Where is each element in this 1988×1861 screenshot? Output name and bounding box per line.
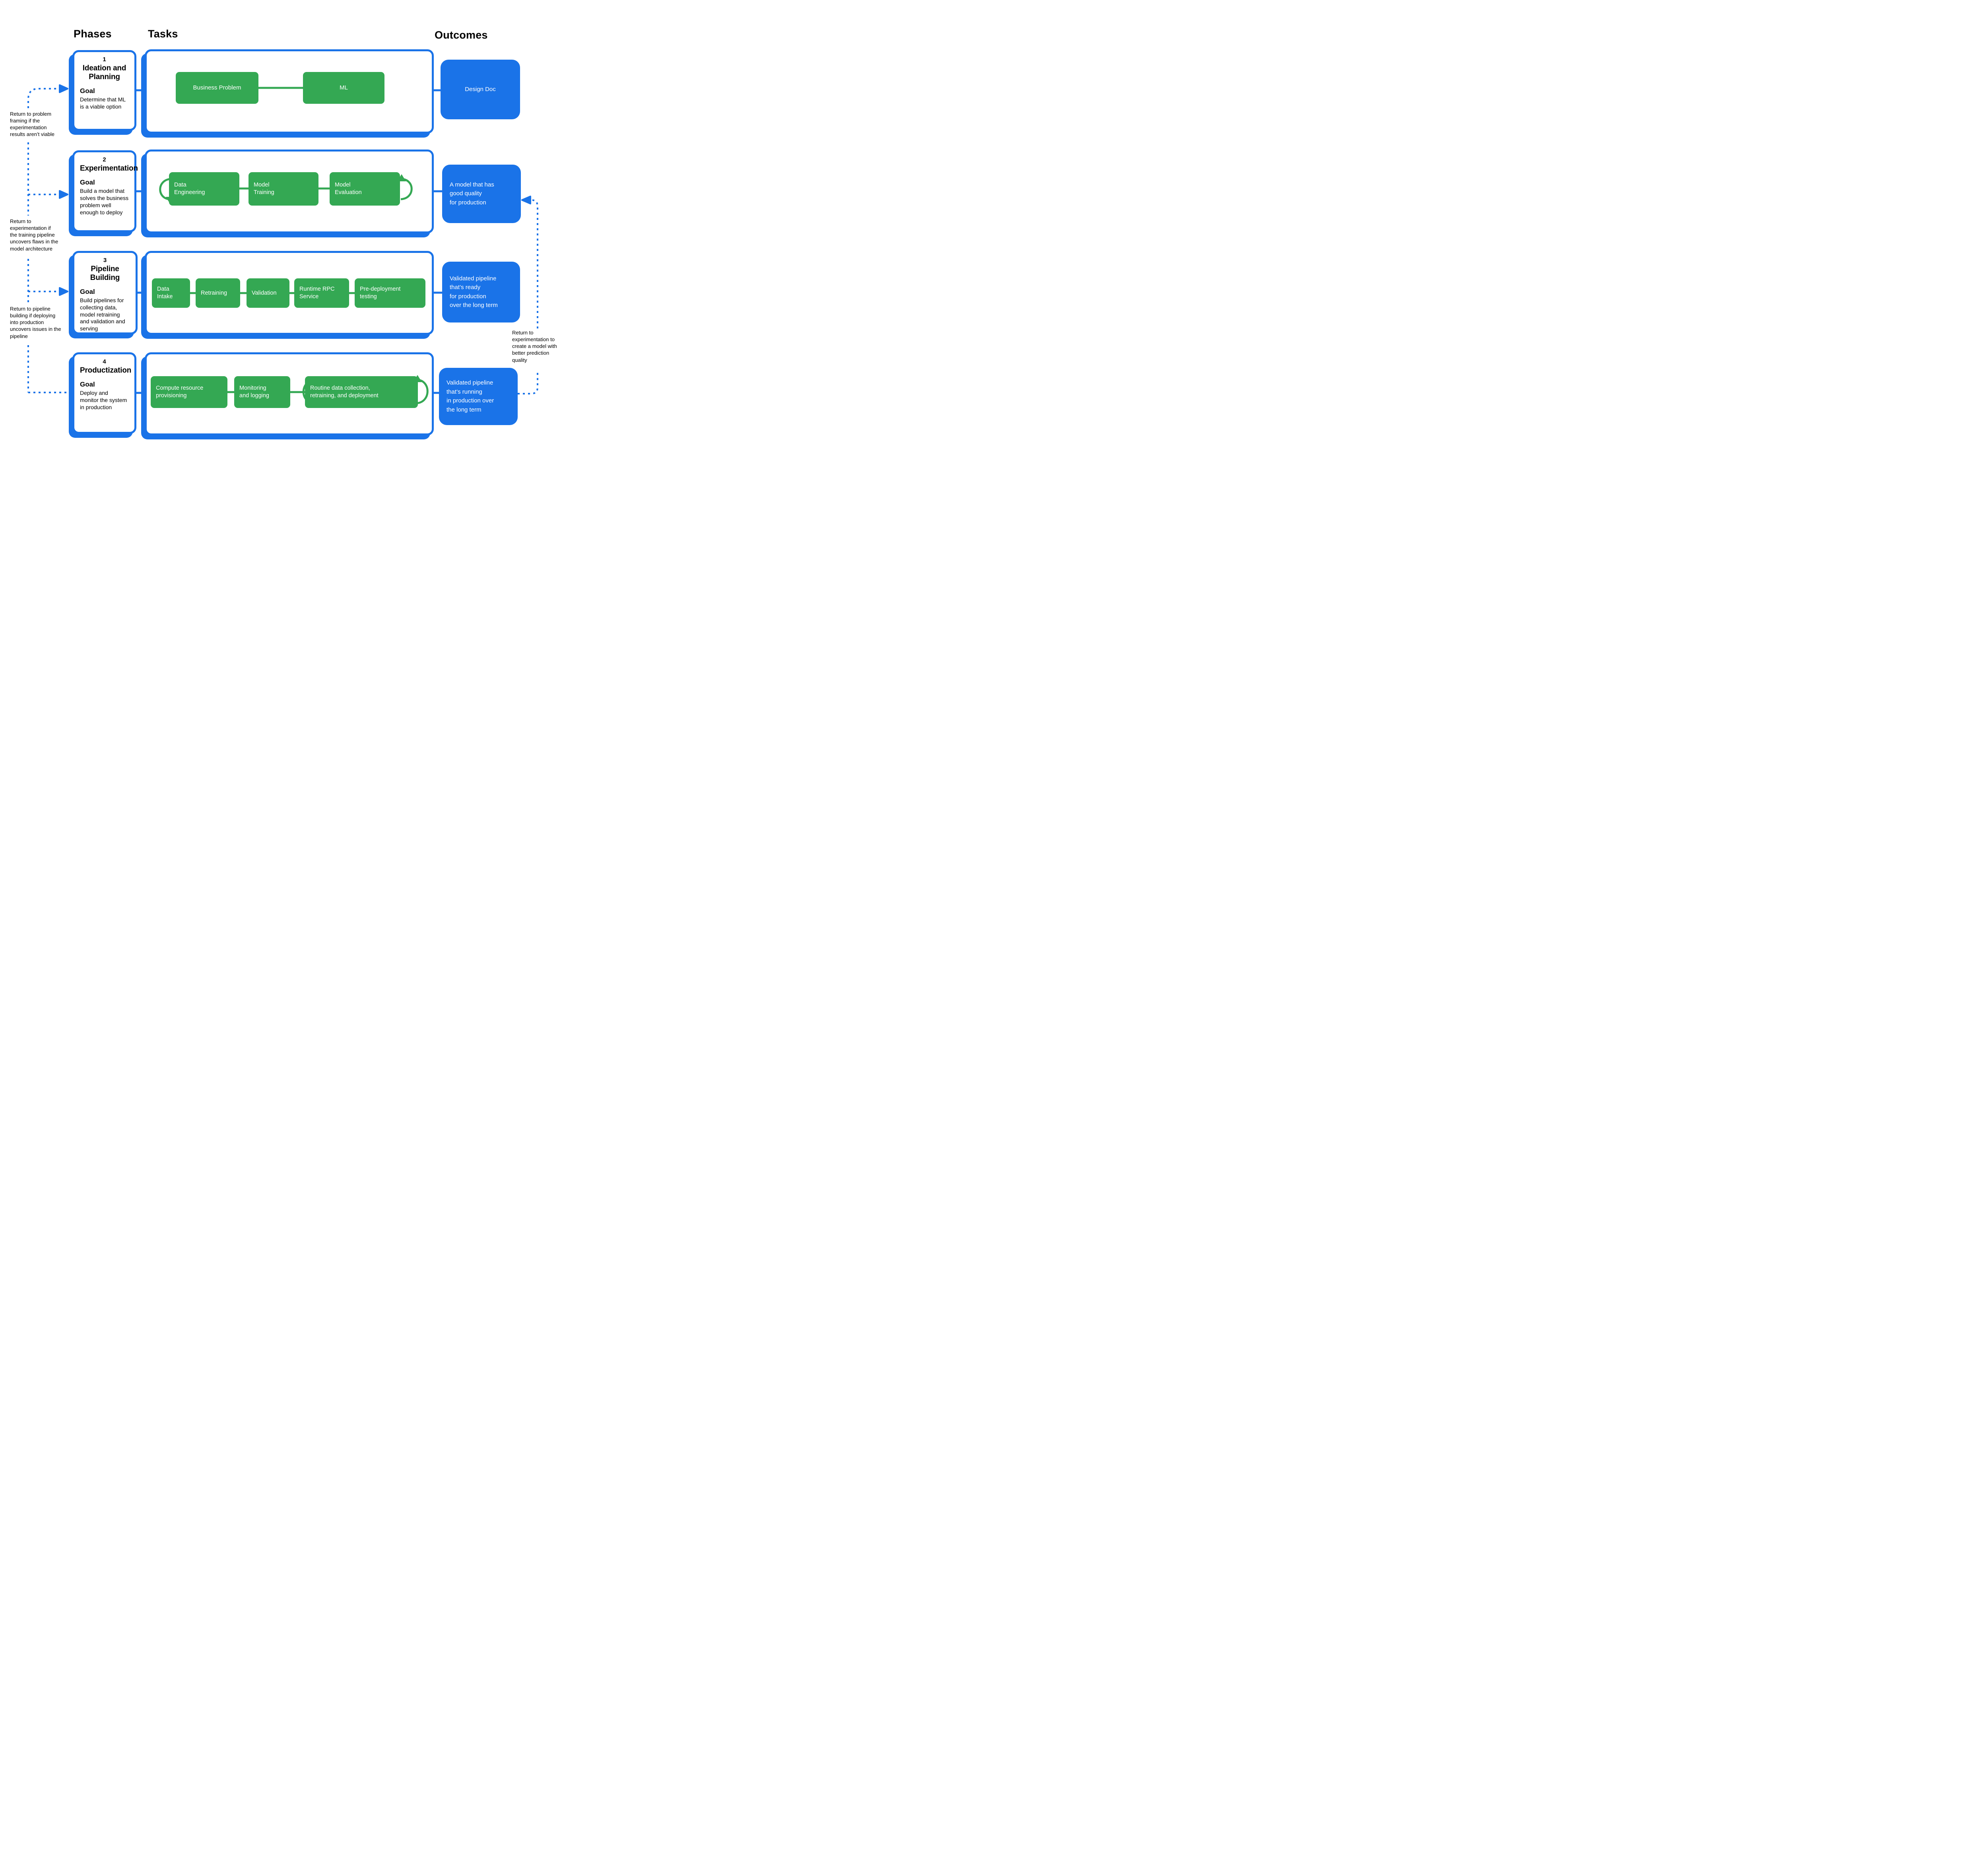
- outcome-validated-pipeline-running: Validated pipeline that’s running in pro…: [439, 368, 518, 425]
- annotation-return-pipeline-building: Return to pipeline building if deploying…: [10, 306, 61, 339]
- task-monitoring-and-logging: Monitoring and logging: [234, 376, 290, 408]
- phase-title: Experimentation: [80, 164, 138, 173]
- goal-text: Deploy and monitor the system in product…: [80, 389, 127, 410]
- task-label: Validation: [252, 289, 277, 296]
- phase-number: 4: [103, 358, 106, 365]
- task-routine-data-collection: Routine data collection, retraining, and…: [305, 376, 418, 408]
- task-pre-deployment-testing: Pre-deployment testing: [355, 278, 425, 308]
- phase-card-experimentation: 2 Experimentation Goal Build a model tha…: [72, 150, 138, 232]
- task-data-intake: Data Intake: [152, 278, 190, 308]
- task-compute-resource-provisioning: Compute resource provisioning: [151, 376, 227, 408]
- task-data-engineering: Data Engineering: [169, 172, 239, 206]
- column-header-tasks: Tasks: [148, 28, 178, 40]
- phase-title: Pipeline Building: [90, 265, 120, 282]
- outcome-text: Validated pipeline that’s running in pro…: [447, 379, 494, 413]
- phase-card-pipeline-building: 3 Pipeline Building Goal Build pipelines…: [72, 251, 138, 334]
- task-ml: ML: [303, 72, 384, 104]
- task-business-problem: Business Problem: [176, 72, 258, 104]
- task-runtime-rpc-service: Runtime RPC Service: [294, 278, 349, 308]
- phase-card-productization: 4 Productization Goal Deploy and monitor…: [72, 352, 136, 434]
- goal-label: Goal: [80, 87, 95, 95]
- task-label: Retraining: [201, 289, 227, 296]
- phase-card-ideation: 1 Ideation and Planning Goal Determine t…: [72, 50, 136, 131]
- task-model-evaluation: Model Evaluation: [330, 172, 400, 206]
- goal-text: Build a model that solves the business p…: [80, 187, 129, 216]
- task-label: ML: [340, 84, 348, 91]
- annotation-return-experimentation-right: Return to experimentation to create a mo…: [512, 330, 557, 363]
- phase-number: 2: [103, 156, 106, 163]
- goal-label: Goal: [80, 288, 95, 295]
- task-label: Runtime RPC Service: [299, 286, 335, 300]
- phase-number: 3: [103, 257, 107, 264]
- goal-label: Goal: [80, 380, 95, 388]
- goal-label: Goal: [80, 178, 95, 186]
- outcome-text: Design Doc: [465, 85, 496, 93]
- task-label: Business Problem: [193, 84, 241, 91]
- task-label: Model Evaluation: [335, 182, 362, 196]
- task-label: Compute resource provisioning: [156, 385, 204, 399]
- task-label: Model Training: [254, 182, 274, 196]
- task-label: Pre-deployment testing: [360, 286, 401, 300]
- column-header-outcomes: Outcomes: [435, 29, 488, 41]
- goal-text: Build pipelines for collecting data, mod…: [80, 297, 125, 332]
- annotation-return-problem-framing: Return to problem framing if the experim…: [10, 111, 54, 138]
- outcome-text: Validated pipeline that’s ready for prod…: [450, 275, 498, 309]
- outcome-validated-pipeline-ready: Validated pipeline that’s ready for prod…: [442, 262, 520, 322]
- task-label: Routine data collection, retraining, and…: [310, 385, 379, 399]
- task-label: Monitoring and logging: [239, 385, 269, 399]
- outcome-design-doc: Design Doc: [441, 60, 520, 119]
- blue-connector-lines: [136, 89, 443, 394]
- phase-number: 1: [103, 56, 106, 63]
- task-validation: Validation: [247, 278, 289, 308]
- task-label: Data Engineering: [174, 182, 205, 196]
- goal-text: Determine that ML is a viable option: [80, 96, 126, 110]
- outcome-text: A model that has good quality for produc…: [450, 181, 494, 206]
- column-header-phases: Phases: [74, 28, 112, 40]
- task-label: Data Intake: [157, 286, 173, 300]
- phase-title: Productization: [80, 366, 132, 375]
- phase-title: Ideation and Planning: [82, 64, 126, 81]
- right-return-arrowhead-icon: [521, 196, 531, 204]
- outcome-model-quality: A model that has good quality for produc…: [442, 165, 521, 223]
- task-model-training: Model Training: [248, 172, 318, 206]
- right-return-path: [518, 199, 538, 394]
- annotation-return-experimentation: Return to experimentation if the trainin…: [10, 218, 58, 252]
- task-retraining: Retraining: [196, 278, 240, 308]
- ml-workflow-diagram: Phases Tasks Outcomes 1 Ideation and Pla…: [0, 0, 564, 465]
